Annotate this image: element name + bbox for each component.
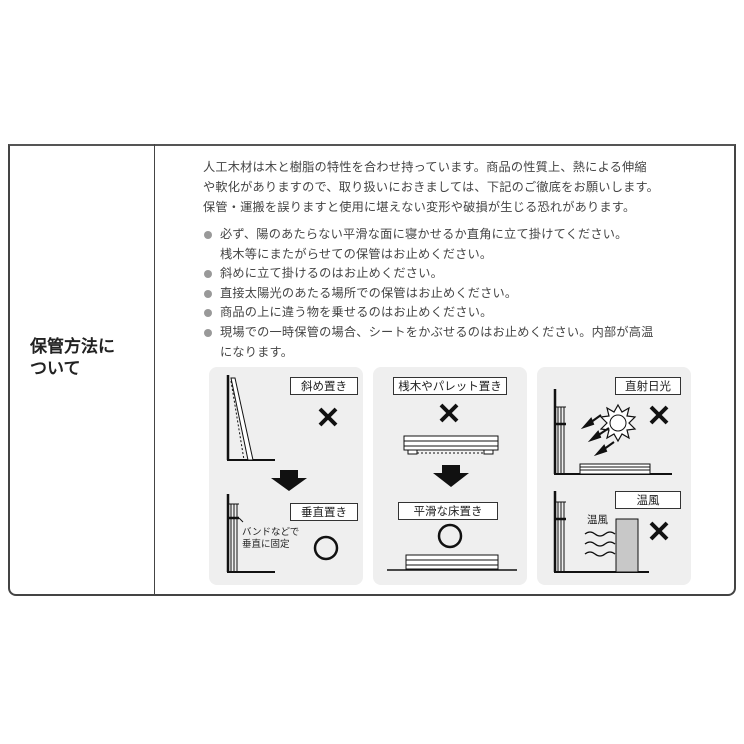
heading-line-2: ついて [30, 359, 81, 379]
bullet-dot-icon [204, 270, 212, 279]
precaution-text: になります。 [220, 344, 294, 359]
precaution-item: 現場での一時保管の場合、シートをかぶせるのはお止めください。内部が高温 になりま… [203, 323, 713, 362]
vertical-boards-icon [226, 494, 275, 573]
sun-ray-arrow-icon [580, 414, 615, 457]
precaution-text: 現場での一時保管の場合、シートをかぶせるのはお止めください。内部が高温 [220, 324, 654, 339]
precaution-text: 桟木等にまたがらせての保管はお止めください。 [220, 246, 493, 261]
note-line: 垂直に固定 [242, 539, 290, 550]
label-pallet: 桟木やパレット置き [393, 377, 507, 395]
panel-pallet-storage: 桟木やパレット置き 平滑な床置き [373, 367, 527, 585]
bullet-dot-icon [204, 328, 212, 337]
label-flat-floor: 平滑な床置き [398, 502, 498, 520]
intro-line: や軟化がありますので、取り扱いにおきましては、下記のご徹底をお願いします。 [203, 180, 660, 194]
pallet-vs-floor-illustration [387, 403, 517, 571]
label-direct-sunlight: 直射日光 [615, 377, 681, 395]
flat-floor-boards-icon [387, 554, 517, 571]
pallet-boards-icon [403, 435, 499, 455]
section-heading: 保管方法に ついて [30, 336, 115, 380]
heading-line-1: 保管方法に [30, 337, 115, 357]
precaution-item: 直接太陽光のあたる場所での保管はお止めください。 [203, 284, 713, 304]
label-warm-air: 温風 [615, 491, 681, 509]
precaution-text: 商品の上に違う物を乗せるのはお止めください。 [220, 305, 493, 320]
warm-air-wave-icon [584, 531, 616, 557]
intro-paragraph: 人工木材は木と樹脂の特性を合わせ持っています。商品の性質上、熱による伸縮 や軟化… [203, 157, 703, 217]
storage-info-table [8, 144, 736, 596]
precaution-item: 商品の上に違う物を乗せるのはお止めください。 [203, 303, 713, 323]
bullet-dot-icon [204, 289, 212, 298]
precaution-item: 斜めに立て掛けるのはお止めください。 [203, 264, 713, 284]
leaning-vs-vertical-illustration [226, 375, 339, 573]
sunlight-warm-air-illustration [553, 389, 672, 573]
intro-line: 保管・運搬を誤りますと使用に堪えない変形や破損が生じる恐れがあります。 [203, 200, 636, 214]
note-line: バンドなどで [242, 527, 300, 538]
band-fix-note: バンドなどで 垂直に固定 [242, 527, 299, 551]
bullet-dot-icon [204, 309, 212, 318]
x-mark-icon [649, 405, 669, 425]
down-arrow-icon [271, 470, 307, 491]
circle-mark-icon [313, 535, 339, 561]
x-mark-icon [439, 403, 459, 423]
intro-line: 人工木材は木と樹脂の特性を合わせ持っています。商品の性質上、熱による伸縮 [203, 160, 647, 174]
precaution-text: 斜めに立て掛けるのはお止めください。 [220, 266, 443, 281]
column-divider [154, 144, 155, 596]
down-arrow-icon [433, 465, 469, 487]
panel-leaning-storage: 斜め置き 垂直置き バンドなどで 垂直に固定 [209, 367, 363, 585]
warm-air-note: 温風 [587, 514, 608, 526]
precaution-text: 必ず、陽のあたらない平滑な面に寝かせるか直角に立て掛けてください。 [220, 227, 628, 241]
panel-sun-heat: 直射日光 温風 温風 [537, 367, 691, 585]
label-vertical: 垂直置き [290, 503, 358, 521]
precaution-item: 必ず、陽のあたらない平滑な面に寝かせるか直角に立て掛けてください。 桟木等にまた… [203, 225, 713, 264]
label-leaning: 斜め置き [290, 377, 358, 395]
wall-floor-icon [226, 375, 275, 461]
precaution-text: 直接太陽光のあたる場所での保管はお止めください。 [220, 285, 518, 300]
wall-boards-icon [553, 389, 672, 475]
precaution-list: 必ず、陽のあたらない平滑な面に寝かせるか直角に立て掛けてください。 桟木等にまた… [203, 225, 713, 362]
circle-mark-icon [437, 523, 463, 549]
x-mark-icon [318, 407, 338, 427]
bullet-dot-icon [204, 231, 212, 239]
sun-icon [599, 403, 637, 443]
x-mark-icon [649, 521, 669, 541]
heater-icon [615, 518, 639, 573]
